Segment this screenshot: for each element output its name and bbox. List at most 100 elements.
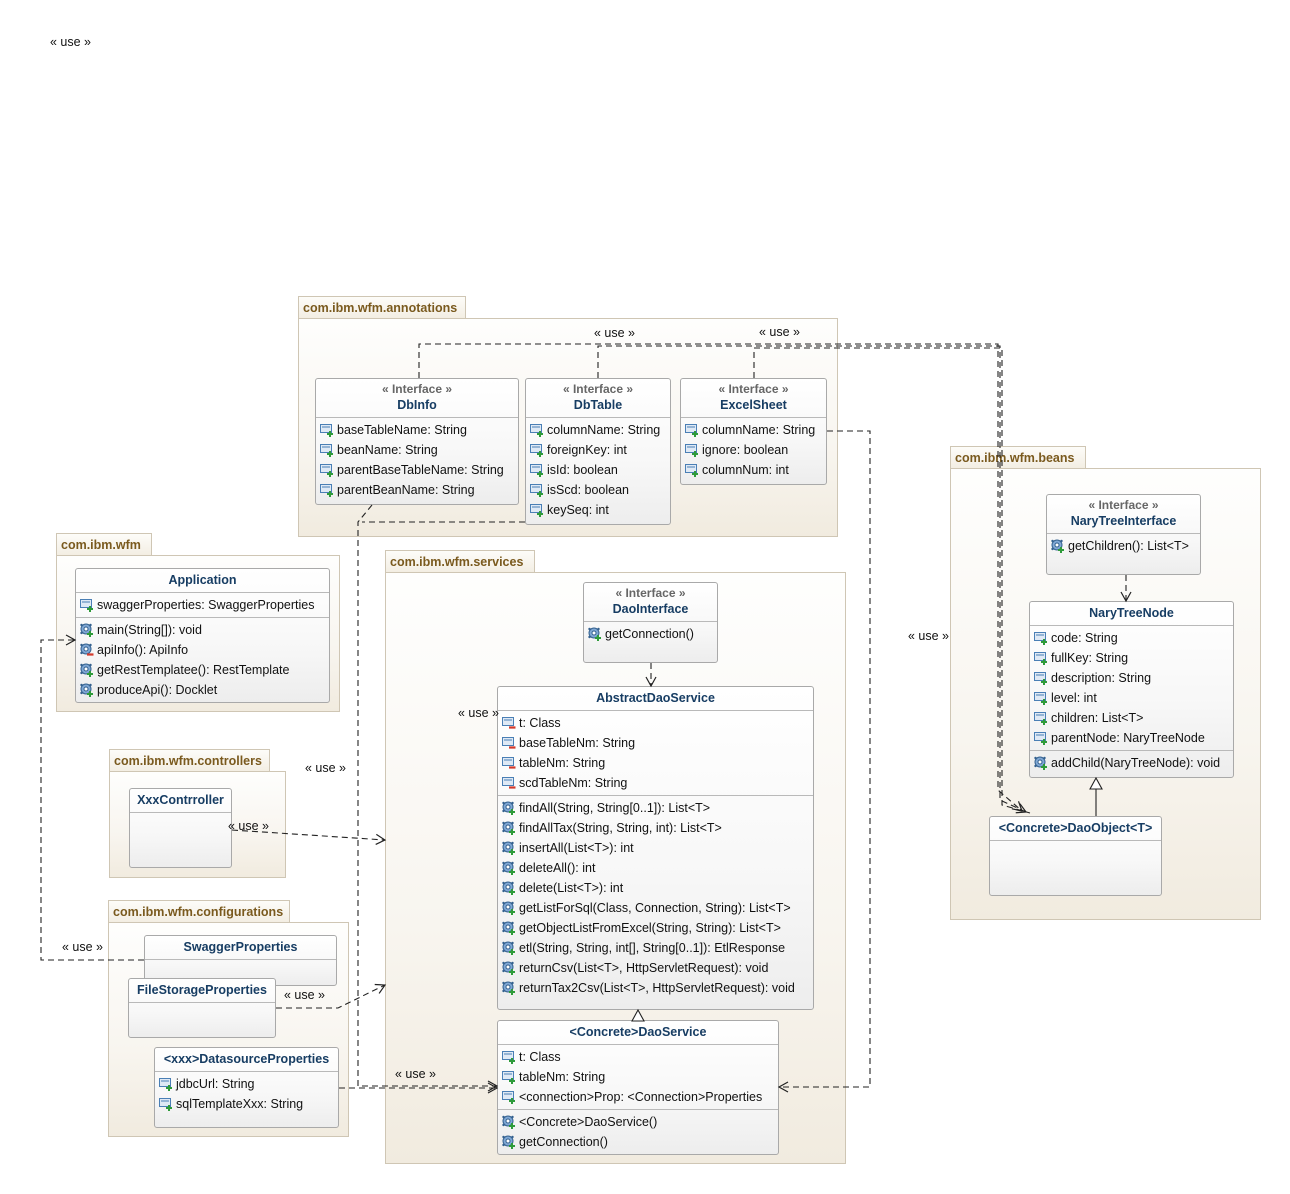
operation-label: produceApi(): Docklet (97, 683, 218, 697)
class-narytreenode[interactable]: NaryTreeNode code: String fullKey: Strin… (1029, 601, 1234, 778)
use-label: « use » (908, 629, 950, 643)
operation-row[interactable]: findAllTax(String, String, int): List<T> (498, 818, 813, 838)
class-application[interactable]: Application swaggerProperties: SwaggerPr… (75, 568, 330, 703)
operation-label: insertAll(List<T>): int (519, 841, 634, 855)
attribute-row[interactable]: <connection>Prop: <Connection>Properties (498, 1087, 778, 1107)
method-public-icon (502, 821, 517, 837)
narytreeinterface-name: NaryTreeInterface (1070, 514, 1177, 528)
attribute-row[interactable]: t: Class (498, 713, 813, 733)
narytreenode-attributes: code: String fullKey: String description… (1030, 626, 1233, 750)
package-services-tab[interactable]: com.ibm.wfm.services (385, 550, 535, 572)
field-public-icon (530, 443, 545, 459)
operation-row[interactable]: findAll(String, String[0..1]): List<T> (498, 798, 813, 818)
operation-row[interactable]: apiInfo(): ApiInfo (76, 640, 329, 660)
attribute-row[interactable]: columnName: String (681, 420, 826, 440)
method-public-icon (502, 801, 517, 817)
abstractdao-name: AbstractDaoService (596, 691, 715, 705)
operation-row[interactable]: getObjectListFromExcel(String, String): … (498, 918, 813, 938)
attribute-row[interactable]: fullKey: String (1030, 648, 1233, 668)
operation-row[interactable]: delete(List<T>): int (498, 878, 813, 898)
class-dbinfo[interactable]: « Interface » DbInfo baseTableName: Stri… (315, 378, 519, 505)
package-wfm-tab[interactable]: com.ibm.wfm (56, 533, 152, 555)
attribute-row[interactable]: jdbcUrl: String (155, 1074, 338, 1094)
attribute-row[interactable]: tableNm: String (498, 753, 813, 773)
attribute-label: columnName: String (702, 423, 816, 437)
class-swaggerproperties[interactable]: SwaggerProperties (144, 935, 337, 986)
class-excelsheet[interactable]: « Interface » ExcelSheet columnName: Str… (680, 378, 827, 485)
attribute-row[interactable]: t: Class (498, 1047, 778, 1067)
class-concretedaoobject[interactable]: <Concrete>DaoObject<T> (989, 816, 1162, 896)
attribute-row[interactable]: keySeq: int (526, 500, 670, 520)
class-concretedaoservice[interactable]: <Concrete>DaoService t: Class tableNm: S… (497, 1020, 779, 1155)
attribute-row[interactable]: baseTableNm: String (498, 733, 813, 753)
attribute-row[interactable]: isScd: boolean (526, 480, 670, 500)
attribute-label: tableNm: String (519, 1070, 606, 1084)
operation-row[interactable]: produceApi(): Docklet (76, 680, 329, 700)
package-configurations-tab[interactable]: com.ibm.wfm.configurations (108, 900, 290, 922)
attribute-row[interactable]: scdTableNm: String (498, 773, 813, 793)
operation-row[interactable]: getConnection() (498, 1132, 778, 1152)
operation-row[interactable]: etl(String, String, int[], String[0..1])… (498, 938, 813, 958)
attribute-row[interactable]: description: String (1030, 668, 1233, 688)
field-public-icon (530, 483, 545, 499)
attribute-row[interactable]: sqlTemplateXxx: String (155, 1094, 338, 1114)
operation-row[interactable]: <Concrete>DaoService() (498, 1112, 778, 1132)
package-beans-tab[interactable]: com.ibm.wfm.beans (950, 446, 1086, 468)
package-annotations-tab[interactable]: com.ibm.wfm.annotations (298, 296, 466, 318)
field-private-icon (502, 776, 517, 790)
field-public-icon (320, 463, 335, 479)
field-public-icon (159, 1097, 174, 1113)
narytreeinterface-operations: getChildren(): List<T> (1047, 534, 1200, 558)
operation-row[interactable]: insertAll(List<T>): int (498, 838, 813, 858)
use-label: « use » (305, 761, 347, 775)
class-narytreeinterface[interactable]: « Interface » NaryTreeInterface getChild… (1046, 494, 1201, 575)
class-datasourceproperties[interactable]: <xxx>DatasourceProperties jdbcUrl: Strin… (154, 1047, 339, 1128)
operation-row[interactable]: getChildren(): List<T> (1047, 536, 1200, 556)
attribute-row[interactable]: beanName: String (316, 440, 518, 460)
attribute-row[interactable]: baseTableName: String (316, 420, 518, 440)
attribute-label: keySeq: int (547, 503, 609, 517)
attribute-label: foreignKey: int (547, 443, 627, 457)
field-public-icon (502, 1050, 517, 1066)
attribute-row[interactable]: swaggerProperties: SwaggerProperties (76, 595, 329, 615)
attribute-row[interactable]: columnNum: int (681, 460, 826, 480)
class-daointerface[interactable]: « Interface » DaoInterface getConnection… (583, 582, 718, 663)
attribute-label: code: String (1051, 631, 1118, 645)
attribute-label: parentBaseTableName: String (337, 463, 504, 477)
datasource-name: <xxx>DatasourceProperties (163, 1052, 330, 1066)
class-xxxcontroller[interactable]: XxxContrroller (129, 788, 232, 868)
operation-row[interactable]: getRestTemplatee(): RestTemplate (76, 660, 329, 680)
class-filestorageproperties[interactable]: FileStorageProperties (128, 978, 276, 1038)
attribute-label: description: String (1051, 671, 1152, 685)
field-private-icon (502, 736, 517, 750)
attribute-label: baseTableName: String (337, 423, 467, 437)
package-controllers-tab[interactable]: com.ibm.wfm.controllers (109, 749, 270, 771)
attribute-row[interactable]: parentBeanName: String (316, 480, 518, 500)
use-label: « use » (62, 940, 104, 954)
operation-row[interactable]: getListForSql(Class, Connection, String)… (498, 898, 813, 918)
operation-label: getChildren(): List<T> (1068, 539, 1189, 553)
operation-row[interactable]: addChild(NaryTreeNode): void (1030, 753, 1233, 773)
operation-row[interactable]: getConnection() (584, 624, 717, 644)
attribute-row[interactable]: tableNm: String (498, 1067, 778, 1087)
attribute-row[interactable]: foreignKey: int (526, 440, 670, 460)
field-public-icon (502, 1070, 517, 1086)
attribute-row[interactable]: columnName: String (526, 420, 670, 440)
attribute-row[interactable]: code: String (1030, 628, 1233, 648)
operation-row[interactable]: deleteAll(): int (498, 858, 813, 878)
operation-label: getConnection() (519, 1135, 608, 1149)
attribute-row[interactable]: children: List<T> (1030, 708, 1233, 728)
method-public-icon (502, 1115, 517, 1131)
attribute-row[interactable]: isId: boolean (526, 460, 670, 480)
attribute-row[interactable]: parentNode: NaryTreeNode (1030, 728, 1233, 748)
attribute-row[interactable]: ignore: boolean (681, 440, 826, 460)
excelsheet-stereotype: « Interface » (718, 382, 789, 396)
operation-row[interactable]: returnCsv(List<T>, HttpServletRequest): … (498, 958, 813, 978)
attribute-row[interactable]: parentBaseTableName: String (316, 460, 518, 480)
class-dbtable[interactable]: « Interface » DbTable columnName: String… (525, 378, 671, 525)
operation-row[interactable]: main(String[]): void (76, 620, 329, 640)
attribute-label: isScd: boolean (547, 483, 630, 497)
class-abstractdaoservice[interactable]: AbstractDaoService t: Class baseTableNm:… (497, 686, 814, 1010)
operation-row[interactable]: returnTax2Csv(List<T>, HttpServletReques… (498, 978, 813, 998)
attribute-row[interactable]: level: int (1030, 688, 1233, 708)
